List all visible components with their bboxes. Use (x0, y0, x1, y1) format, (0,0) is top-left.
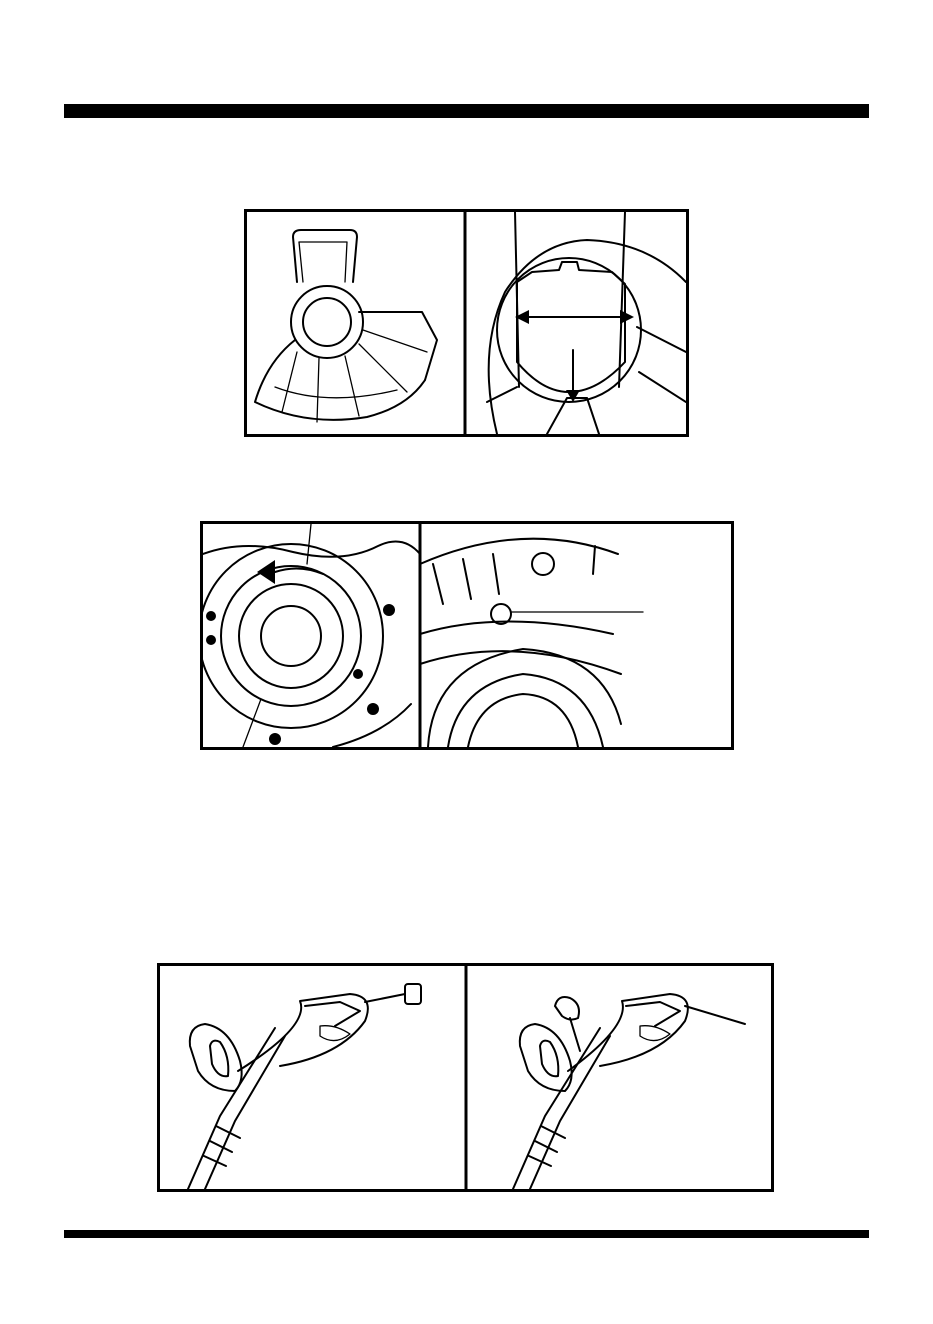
shaft (513, 1028, 600, 1189)
callout-line-top (307, 524, 311, 564)
guard-fitting-illustration (247, 212, 686, 434)
spindle-opening (261, 606, 321, 666)
screw-icon (367, 703, 379, 715)
guard-ring-inner (303, 298, 351, 346)
handle-assembly-illustration (160, 966, 771, 1189)
figure-handle-assembly (157, 963, 774, 1192)
power-cord (365, 994, 405, 1002)
assembly-key-icon (555, 997, 579, 1020)
screw-icon (353, 669, 363, 679)
guard-rotate-panel (203, 524, 420, 747)
auxiliary-handle (190, 1024, 242, 1091)
guard-screw-panel (420, 539, 643, 747)
header-rule (64, 104, 869, 118)
handle-before-panel (188, 984, 421, 1189)
guard-ring-detail (517, 262, 625, 392)
arrow-right-icon (620, 310, 634, 324)
cord-plug-icon (405, 984, 421, 1004)
rotation-arrow-icon (257, 560, 275, 584)
guard-ring-outer (291, 286, 363, 358)
screw-icon (206, 635, 216, 645)
rotation-ring (221, 566, 361, 706)
screw-icon (383, 604, 395, 616)
arrow-down-icon (566, 390, 580, 402)
shaft (188, 1028, 275, 1189)
footer-rule (64, 1230, 869, 1238)
figure-guard-fitting (244, 209, 689, 437)
figure-guard-rotation (200, 521, 734, 750)
screw-icon (269, 733, 281, 745)
power-cord (685, 1006, 745, 1024)
spindle-opening (468, 694, 578, 747)
guard-bracket (515, 212, 625, 387)
guard-rotation-illustration (203, 524, 731, 747)
guard-overview-panel (255, 230, 437, 422)
screw-icon (532, 553, 554, 575)
guard-mount-detail-panel (487, 212, 686, 434)
auxiliary-handle (520, 1024, 572, 1091)
handle-with-key-panel (513, 994, 745, 1189)
screw-icon (206, 611, 216, 621)
trigger (320, 1026, 350, 1041)
trigger (640, 1026, 670, 1041)
